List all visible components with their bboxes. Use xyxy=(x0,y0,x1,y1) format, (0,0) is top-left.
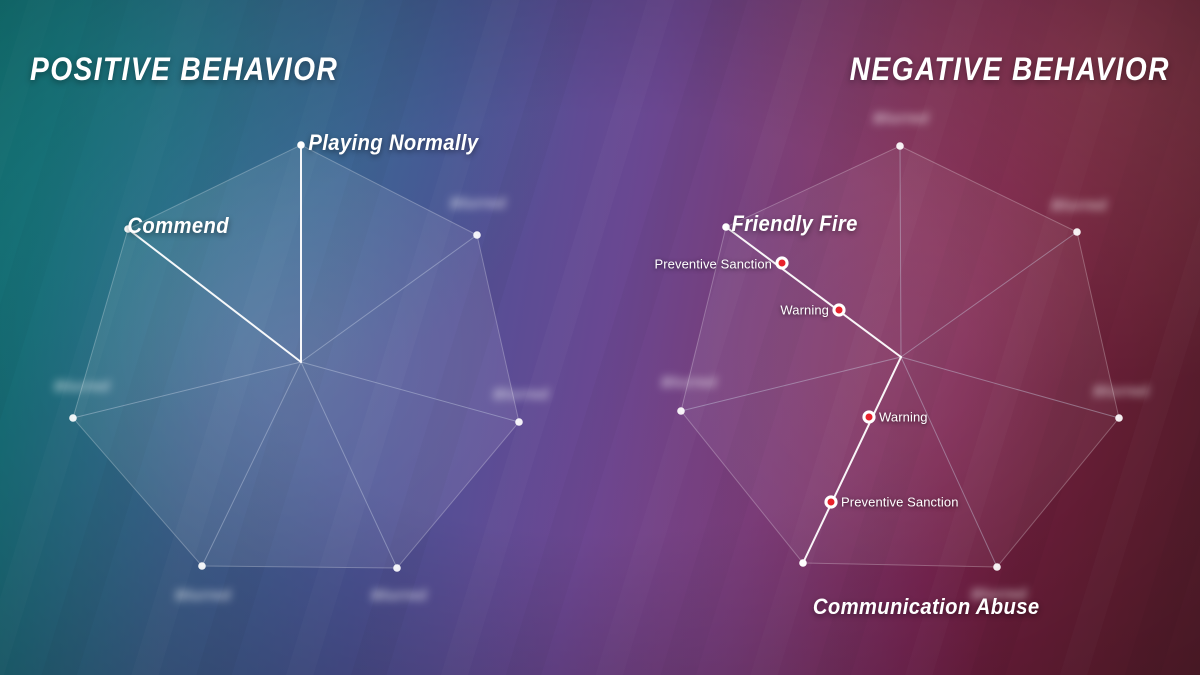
axis-label-commend: Commend xyxy=(127,213,229,238)
axis-label-censored-negative-behavior-1: Blurred xyxy=(1051,197,1107,214)
axis-label-friendly-fire: Friendly Fire xyxy=(731,211,858,236)
axis-label-censored-negative-behavior-2: Blurred xyxy=(1093,383,1149,400)
marker-label-ca-preventive: Preventive Sanction xyxy=(841,494,959,510)
axis-label-censored-positive-behavior-1: Blurred xyxy=(450,195,506,212)
marker-label-ff-warning: Warning xyxy=(780,302,829,318)
axis-label-censored-positive-behavior-2: Blurred xyxy=(493,386,549,403)
axis-label-censored-negative-behavior-0: Blurred xyxy=(873,110,929,127)
page-title-negative: NEGATIVE BEHAVIOR xyxy=(849,51,1170,88)
marker-label-ff-preventive: Preventive Sanction xyxy=(654,256,772,272)
axis-label-censored-negative-behavior-3: Blurred xyxy=(971,586,1027,603)
axis-label-censored-positive-behavior-4: Blurred xyxy=(175,587,231,604)
axis-label-censored-positive-behavior-5: Blurred xyxy=(54,378,110,395)
axis-label-playing-normally: Playing Normally xyxy=(308,130,479,155)
marker-label-ca-warning: Warning xyxy=(879,409,928,425)
axis-label-censored-positive-behavior-3: Blurred xyxy=(371,587,427,604)
axis-label-communication-abuse: Communication Abuse xyxy=(812,594,1040,619)
page-title-positive: POSITIVE BEHAVIOR xyxy=(30,51,339,88)
axis-label-censored-negative-behavior-5: Blurred xyxy=(661,374,717,391)
